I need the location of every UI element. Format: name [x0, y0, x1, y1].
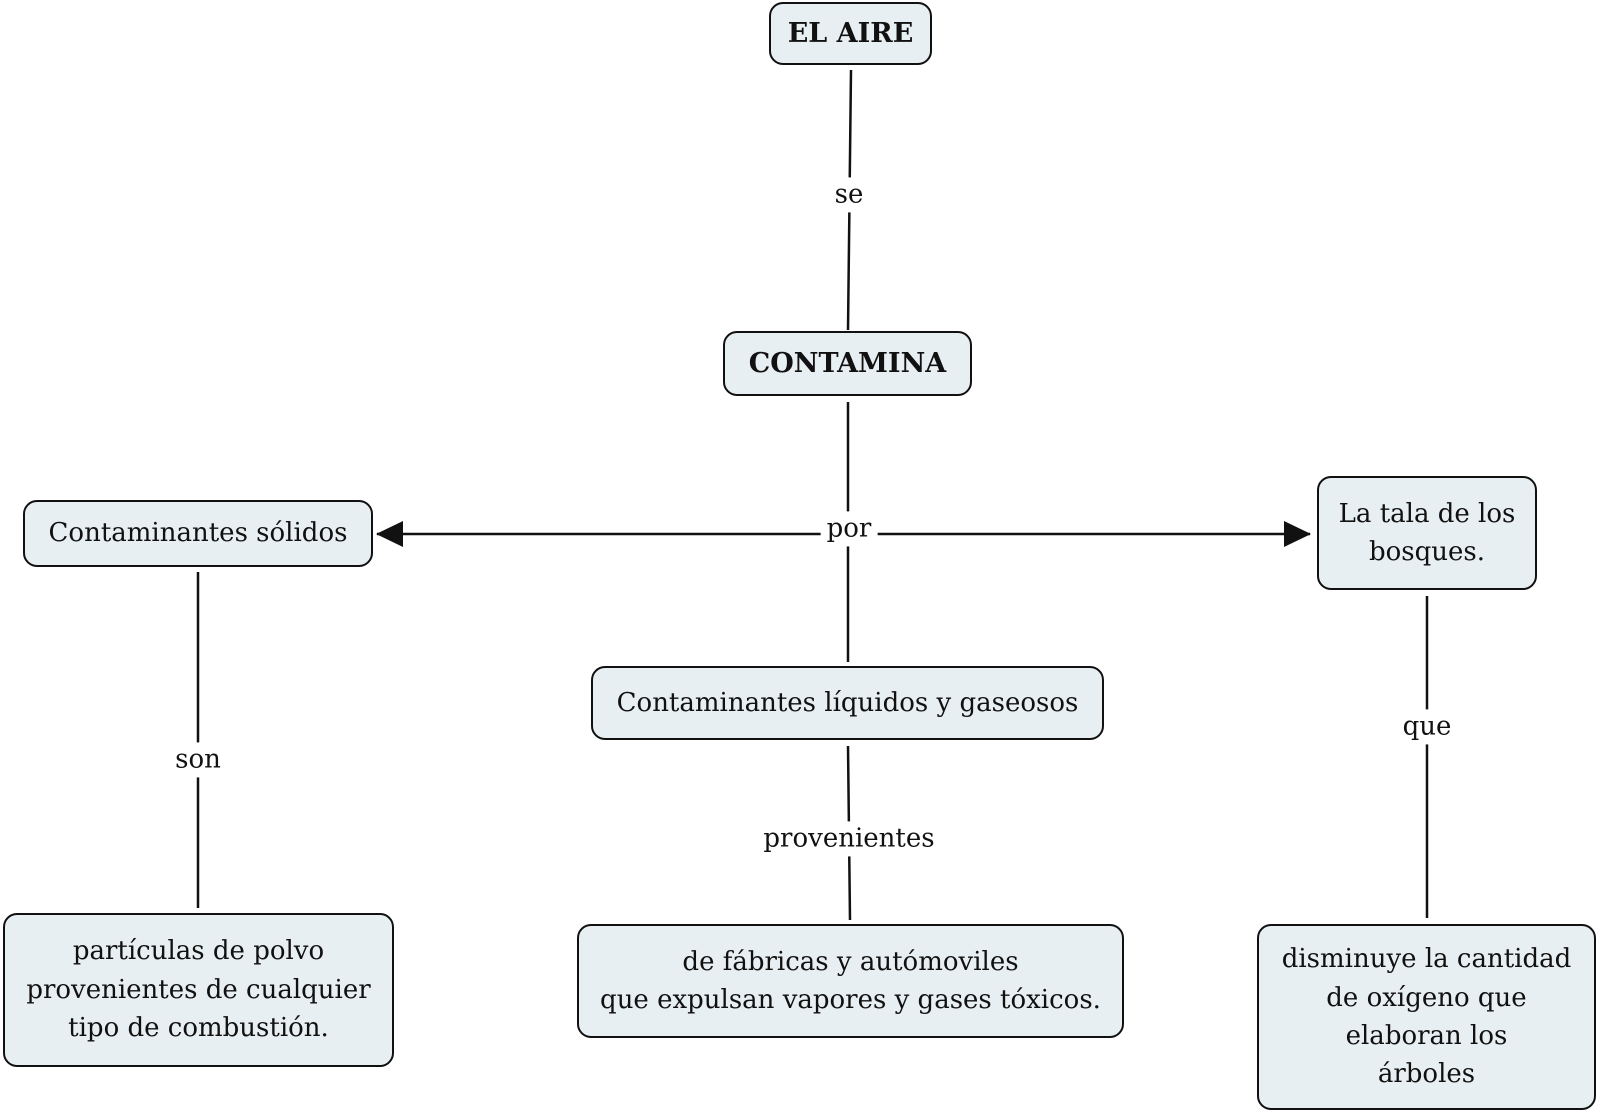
- link-label-provenientes: provenientes: [757, 821, 941, 857]
- link-label-que: que: [1396, 709, 1458, 745]
- concept-fabricas-automoviles: de fábricas y autómoviles que expulsan v…: [577, 924, 1124, 1038]
- link-label-son: son: [169, 742, 227, 778]
- concept-contaminantes-liquidos-text: Contaminantes líquidos y gaseosos: [616, 687, 1079, 718]
- concept-el-aire-text: EL AIRE: [787, 17, 914, 49]
- link-label-se: se: [828, 177, 870, 213]
- concept-contamina-text: CONTAMINA: [748, 347, 947, 379]
- concept-disminuye-oxigeno-text: disminuye la cantidad de oxígeno que ela…: [1281, 944, 1572, 1090]
- concept-contaminantes-solidos: Contaminantes sólidos: [23, 500, 373, 567]
- concept-disminuye-oxigeno: disminuye la cantidad de oxígeno que ela…: [1257, 924, 1596, 1110]
- concept-contaminantes-solidos-text: Contaminantes sólidos: [48, 518, 348, 549]
- concept-el-aire: EL AIRE: [769, 2, 932, 65]
- concept-particulas-polvo: partículas de polvo provenientes de cual…: [3, 913, 394, 1067]
- concept-contaminantes-liquidos: Contaminantes líquidos y gaseosos: [591, 666, 1104, 740]
- link-label-por: por: [820, 511, 878, 547]
- concept-fabricas-automoviles-text: de fábricas y autómoviles que expulsan v…: [600, 946, 1101, 1015]
- concept-contamina: CONTAMINA: [723, 331, 972, 396]
- concept-tala-bosques: La tala de los bosques.: [1317, 476, 1537, 590]
- concept-particulas-polvo-text: partículas de polvo provenientes de cual…: [26, 936, 371, 1044]
- concept-tala-bosques-text: La tala de los bosques.: [1338, 498, 1516, 567]
